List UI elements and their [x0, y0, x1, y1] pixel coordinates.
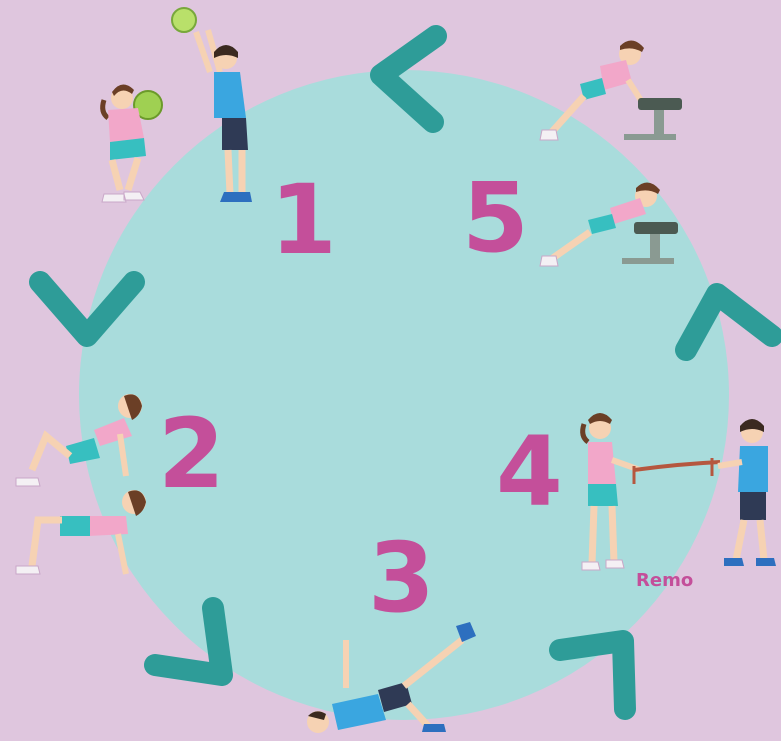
station-number-4: 4: [496, 424, 563, 520]
incline-pushup-top-figure: [540, 40, 682, 140]
reverse-table-bottom-figure: [16, 490, 146, 574]
reverse-table-top-figure: [16, 394, 142, 486]
station-number-2: 2: [158, 406, 225, 502]
chevron-up-right-icon: [560, 641, 625, 709]
station-number-1: 1: [270, 172, 337, 268]
station-number-3: 3: [368, 530, 435, 626]
station-4-caption: Remo: [636, 570, 693, 591]
girl-squat-ball-figure: [102, 84, 162, 202]
station-number-5: 5: [462, 170, 529, 266]
